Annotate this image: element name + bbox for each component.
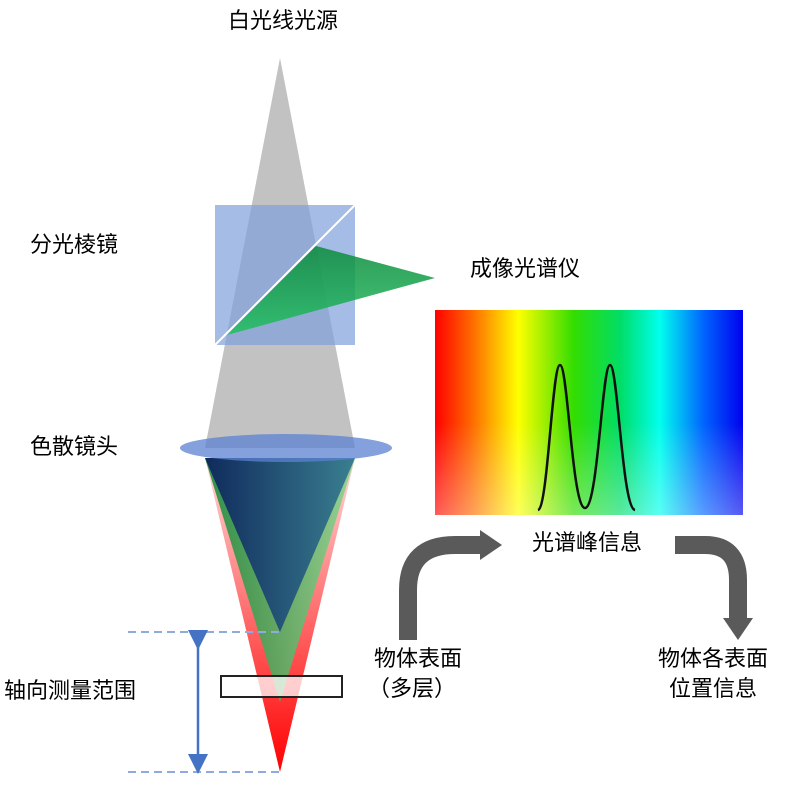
label-light-source: 白光线光源: [227, 9, 339, 34]
flow-arrow-down: [675, 536, 747, 620]
reflected-beam: [227, 246, 435, 335]
object-surface: [220, 675, 343, 698]
label-surface-2: （多层）: [367, 677, 457, 702]
blue-focus-cone: [205, 458, 355, 632]
dispersive-lens: [180, 434, 392, 462]
label-position-2: 位置信息: [668, 677, 758, 702]
label-position-1: 物体各表面: [657, 647, 769, 672]
flow-arrow-up: [399, 536, 482, 640]
label-surface-1: 物体表面: [373, 647, 463, 672]
label-lens: 色散镜头: [30, 435, 119, 460]
label-axial-range: 轴向测量范围: [4, 679, 137, 704]
label-spectrometer: 成像光谱仪: [470, 257, 581, 282]
flow-arrowhead-down: [723, 618, 753, 640]
spectral-peaks: [536, 363, 636, 512]
label-peak-info: 光谱峰信息: [531, 531, 643, 556]
flow-arrowhead-right: [480, 530, 502, 560]
prism-diagonal: [214, 204, 356, 346]
label-prism: 分光棱镜: [30, 233, 119, 258]
